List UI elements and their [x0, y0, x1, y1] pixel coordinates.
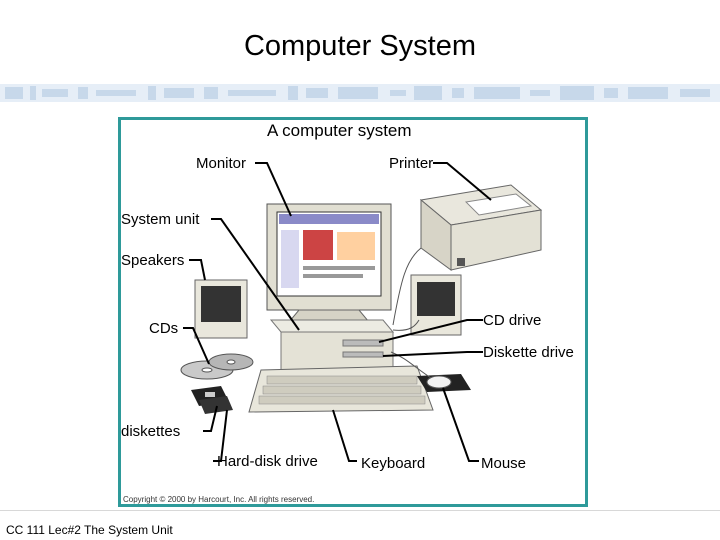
- diskettes-illustration: [191, 386, 233, 414]
- footer-divider: [0, 510, 720, 511]
- label-monitor: Monitor: [196, 155, 246, 172]
- figure-copyright: Copyright © 2000 by Harcourt, Inc. All r…: [123, 495, 314, 504]
- computer-system-figure: A computer system: [118, 117, 588, 507]
- label-cds: CDs: [149, 320, 178, 337]
- label-keyboard: Keyboard: [361, 455, 425, 472]
- label-diskettes: diskettes: [121, 423, 180, 440]
- decorative-band: [0, 84, 720, 102]
- printer-illustration: [421, 185, 541, 270]
- label-printer: Printer: [389, 155, 433, 172]
- monitor-illustration: [267, 204, 391, 322]
- right-speaker-illustration: [411, 275, 461, 335]
- slide-title: Computer System: [0, 30, 720, 63]
- figure-heading: A computer system: [267, 121, 412, 140]
- left-speaker-illustration: [195, 280, 247, 338]
- label-speakers: Speakers: [121, 252, 184, 269]
- slide-footer: CC 111 Lec#2 The System Unit: [6, 523, 173, 537]
- label-mouse: Mouse: [481, 455, 526, 472]
- label-hard-disk-drive: Hard-disk drive: [217, 453, 318, 470]
- label-diskette-drive: Diskette drive: [483, 344, 574, 361]
- label-cd-drive: CD drive: [483, 312, 541, 329]
- computer-system-diagram: A computer system: [121, 120, 585, 504]
- keyboard-illustration: [249, 366, 433, 412]
- label-system-unit: System unit: [121, 211, 200, 228]
- cds-illustration: [181, 354, 253, 379]
